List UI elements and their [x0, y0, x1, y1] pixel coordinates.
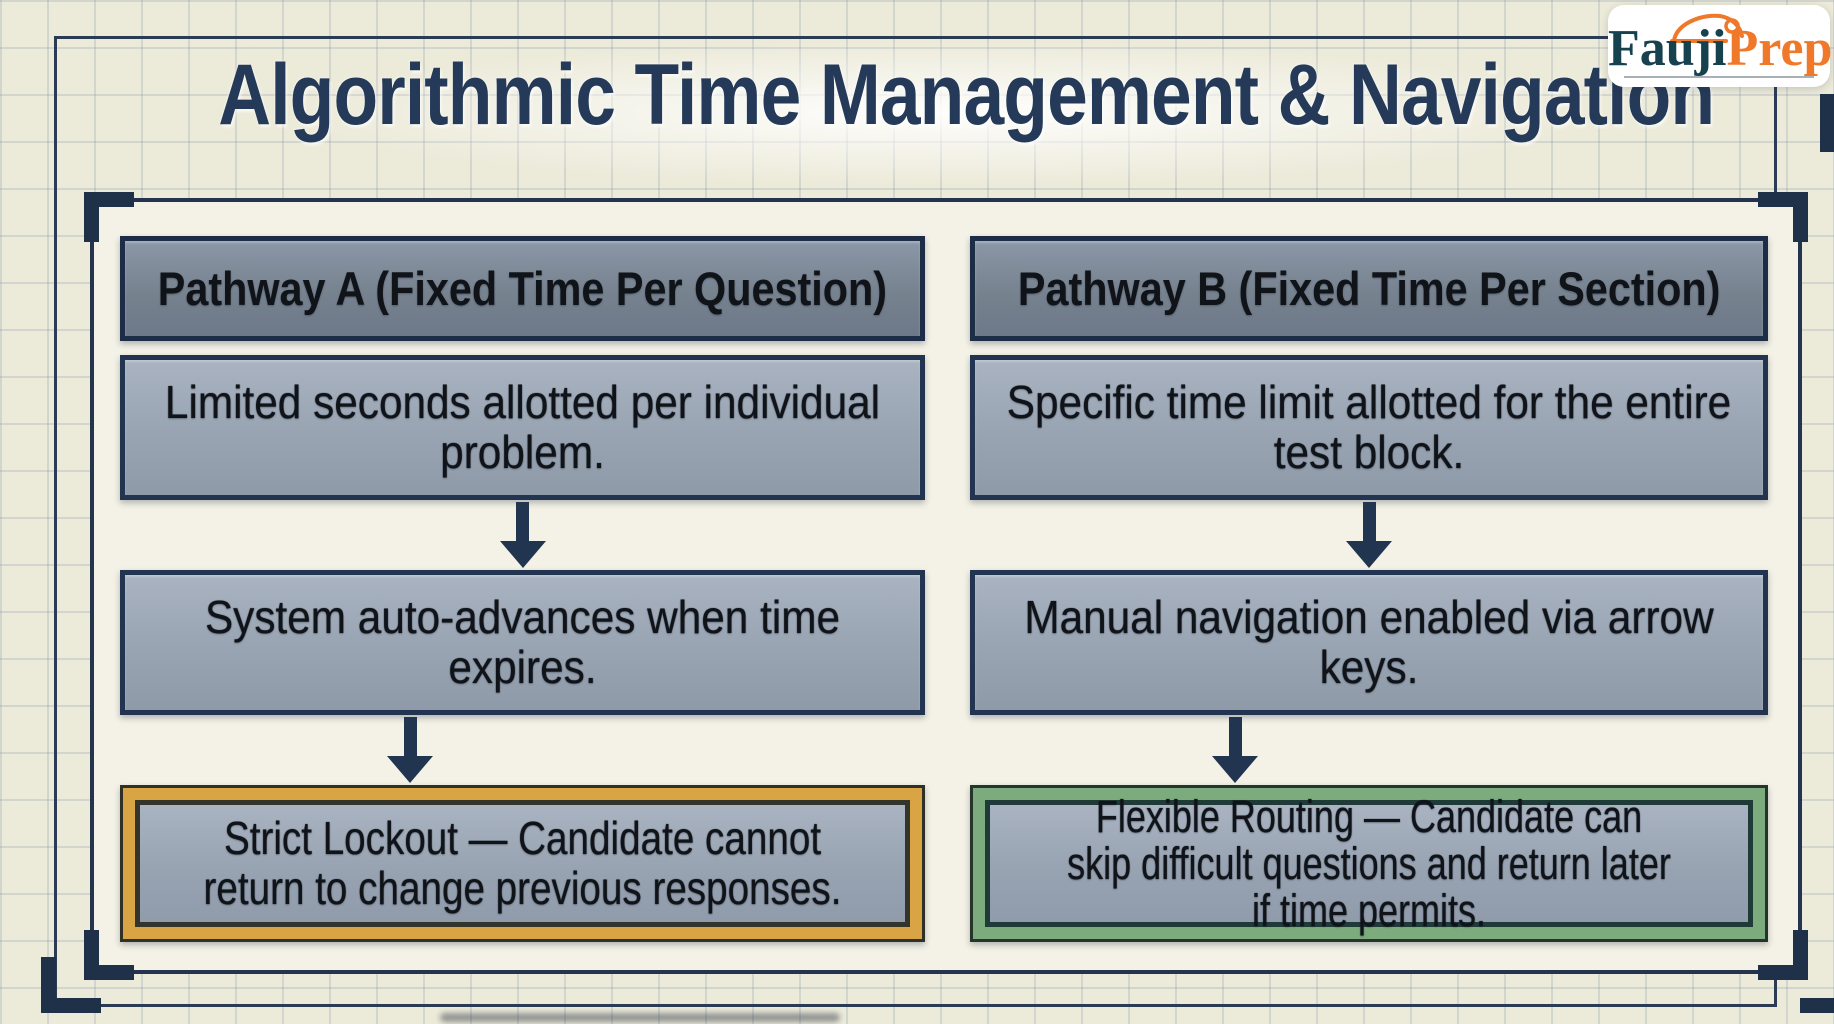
- pathway-a-step2-box: System auto-advances when time expires.: [120, 570, 925, 715]
- pathway-b-step2-label: Manual navigation enabled via arrow keys…: [1024, 591, 1714, 693]
- corner-bracket-bottom-left: [84, 930, 134, 980]
- pathway-a-step2-label: System auto-advances when time expires.: [204, 591, 841, 693]
- arrow-stem: [1362, 502, 1376, 541]
- pathway-b-outcome-label: Flexible Routing — Candidate can skip di…: [1067, 790, 1671, 937]
- pathway-a-outcome-inner: Strict Lockout — Candidate cannot return…: [135, 800, 910, 927]
- down-arrow-icon: [499, 502, 546, 568]
- corner-bracket-bottom-right: [1758, 930, 1808, 980]
- pathway-b-outcome-box: Flexible Routing — Candidate can skip di…: [970, 785, 1768, 942]
- logo-underline: [1624, 76, 1814, 78]
- pathway-a-outcome-box: Strict Lockout — Candidate cannot return…: [120, 785, 925, 942]
- faujiprep-logo: FaujiPrep: [1608, 5, 1833, 87]
- down-arrow-icon: [387, 717, 433, 783]
- corner-bracket-top-right: [1758, 192, 1808, 242]
- arrow-stem: [1228, 717, 1242, 756]
- bottom-edge-shadow: [440, 1013, 840, 1022]
- arrow-head: [387, 756, 433, 783]
- outer-corner-bracket-bottom-left: [41, 957, 101, 1013]
- outer-corner-bracket-bottom-right: [1800, 998, 1834, 1013]
- pathway-a-header-box: Pathway A (Fixed Time Per Question): [120, 236, 925, 341]
- arrow-stem: [403, 717, 417, 756]
- logo-text-fauji: Fauji: [1608, 20, 1727, 77]
- down-arrow-icon: [1212, 717, 1258, 783]
- page-title: Algorithmic Time Management & Navigation: [218, 47, 1715, 143]
- logo-wordmark: FaujiPrep: [1608, 20, 1833, 77]
- pathway-b-header-label: Pathway B (Fixed Time Per Section): [1017, 262, 1721, 315]
- down-arrow-icon: [1346, 502, 1392, 568]
- pathway-a-header-label: Pathway A (Fixed Time Per Question): [157, 262, 888, 315]
- pathway-b-column: Pathway B (Fixed Time Per Section) Speci…: [970, 236, 1768, 942]
- arrow-stem: [516, 502, 529, 541]
- pathway-b-outcome-inner: Flexible Routing — Candidate can skip di…: [985, 793, 1753, 934]
- arrow-head: [1212, 756, 1258, 783]
- right-edge-tick: [1820, 94, 1834, 152]
- arrow-head: [499, 541, 546, 568]
- beret-cap-icon: [1670, 13, 1744, 43]
- pathway-b-step1-box: Specific time limit allotted for the ent…: [970, 355, 1768, 500]
- arrow-head: [1346, 541, 1392, 568]
- pathway-b-step1-label: Specific time limit allotted for the ent…: [1006, 376, 1732, 478]
- pathway-a-column: Pathway A (Fixed Time Per Question) Limi…: [120, 236, 925, 942]
- pathway-b-header-box: Pathway B (Fixed Time Per Section): [970, 236, 1768, 341]
- corner-bracket-top-left: [84, 192, 134, 242]
- pathway-b-step2-box: Manual navigation enabled via arrow keys…: [970, 570, 1768, 715]
- logo-text-prep: Prep: [1726, 20, 1833, 77]
- pathway-a-outcome-label: Strict Lockout — Candidate cannot return…: [203, 811, 842, 914]
- pathway-a-step1-label: Limited seconds allotted per individual …: [164, 376, 881, 478]
- pathway-a-step1-box: Limited seconds allotted per individual …: [120, 355, 925, 500]
- title-glow: [170, 28, 1720, 198]
